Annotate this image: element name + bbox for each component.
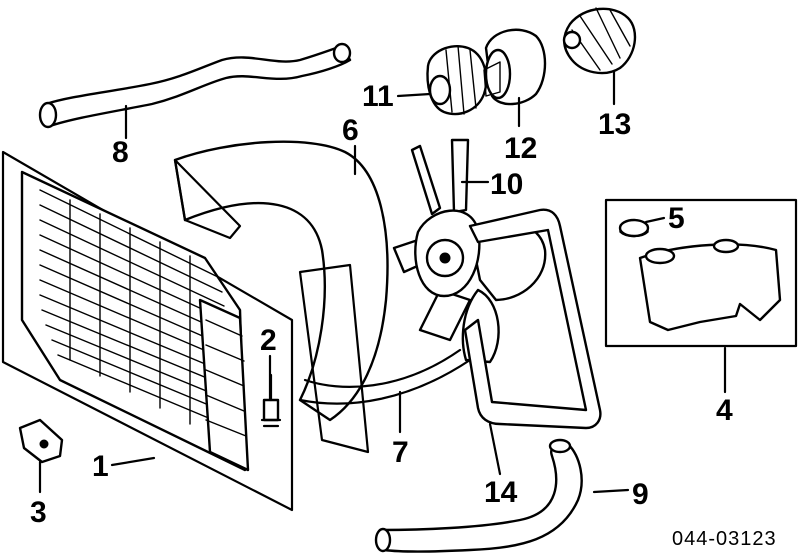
water-pump-pulley-12 [483, 28, 547, 106]
callout-10: 10 [490, 168, 523, 201]
callout-9: 9 [632, 478, 649, 511]
callout-5: 5 [668, 202, 685, 235]
fan-shroud [173, 140, 472, 454]
callout-11: 11 [362, 80, 394, 113]
callout-8: 8 [112, 136, 129, 169]
leader-5 [644, 216, 666, 224]
callout-6: 6 [342, 114, 359, 147]
water-pump-pulley-11 [426, 45, 488, 116]
leader-1 [110, 456, 156, 467]
reservoir-tank [638, 238, 782, 332]
callouts: 8 6 11 12 13 10 5 4 2 1 3 7 14 9 [30, 80, 733, 529]
radiator-assembly [1, 150, 294, 512]
lower-radiator-hose [374, 438, 583, 553]
callout-12: 12 [504, 132, 537, 165]
leader-11 [396, 92, 432, 98]
water-pump-parts [426, 7, 637, 116]
callout-13: 13 [598, 108, 631, 141]
reservoir-group [604, 198, 798, 348]
water-pump-13 [562, 7, 637, 75]
diagram-code: 044-03123 [672, 528, 777, 550]
reservoir-cap [618, 218, 650, 238]
mounting-bracket [18, 418, 64, 464]
upper-radiator-hose [38, 42, 352, 129]
leader-14 [488, 422, 502, 476]
callout-4: 4 [716, 394, 733, 427]
callout-2: 2 [260, 324, 277, 357]
reservoir-group-outline [604, 198, 798, 348]
fan-belt [463, 208, 602, 430]
leader-9 [592, 488, 630, 494]
callout-7: 7 [392, 436, 409, 469]
leader-lines [38, 70, 727, 494]
callout-1: 1 [92, 450, 109, 483]
callout-3: 3 [30, 496, 47, 529]
callout-14: 14 [484, 476, 518, 509]
